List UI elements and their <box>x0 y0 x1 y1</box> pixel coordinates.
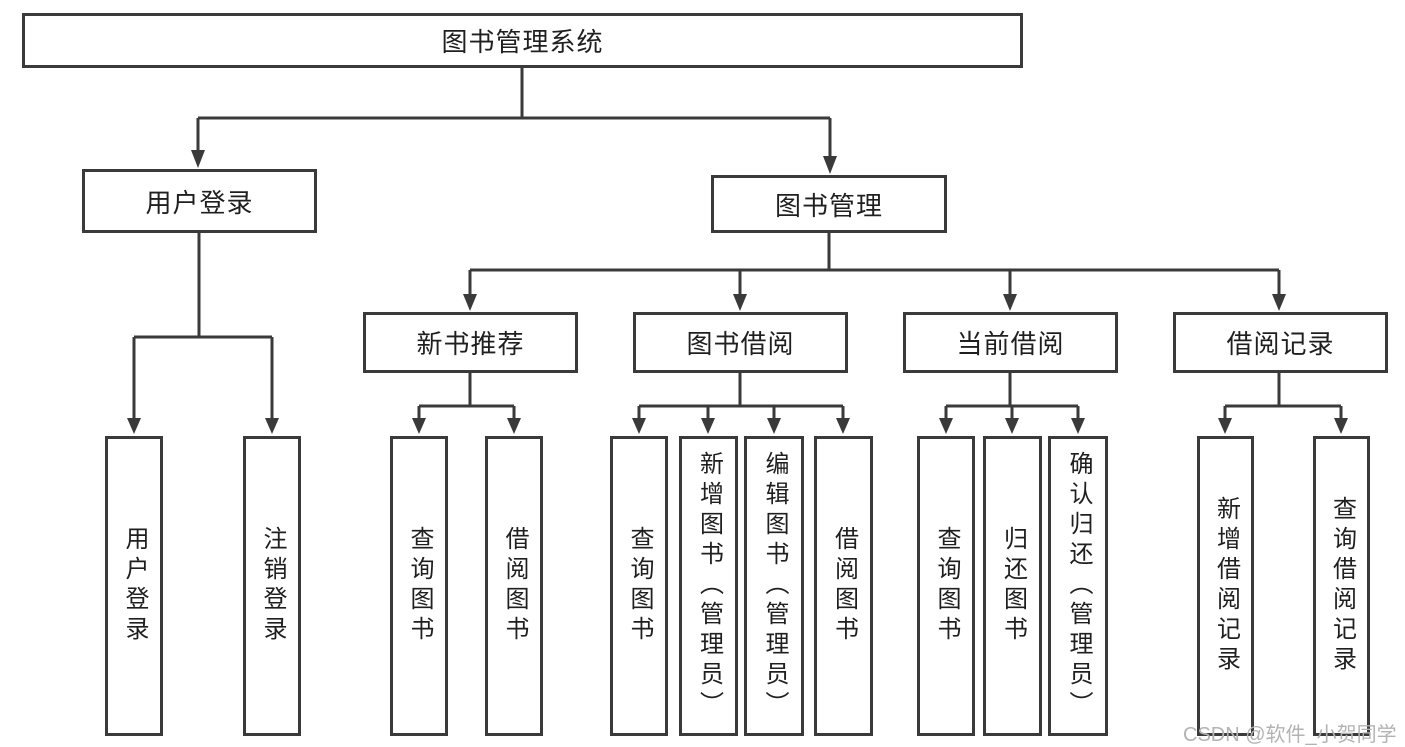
node-new-book-recommend: 新书推荐 <box>363 312 578 373</box>
node-label: 图书借阅 <box>686 329 795 359</box>
node-label: 归还图书 <box>999 526 1027 646</box>
node-book-borrow: 图书借阅 <box>633 312 848 373</box>
node-label: 查询借阅记录 <box>1328 496 1356 676</box>
node-root-library-system: 图书管理系统 <box>22 13 1023 68</box>
leaf-edit-books-admin: 编辑图书（管理员） <box>744 436 804 736</box>
leaf-return-books: 归还图书 <box>983 436 1042 736</box>
node-label: 编辑图书（管理员） <box>761 451 788 721</box>
leaf-add-borrow-record: 新增借阅记录 <box>1197 436 1254 736</box>
leaf-user-login: 用户登录 <box>105 436 163 736</box>
csdn-watermark: CSDN @软件_小贺同学 <box>1183 724 1397 746</box>
leaf-confirm-return-admin: 确认归还（管理员） <box>1048 436 1108 736</box>
node-label: 图书管理系统 <box>441 27 604 57</box>
node-label: 确认归还（管理员） <box>1065 451 1092 721</box>
node-label: 查询图书 <box>626 526 653 646</box>
leaf-query-books-3: 查询图书 <box>917 436 975 736</box>
node-label: 图书管理 <box>774 190 883 221</box>
node-label: 借阅图书 <box>830 526 858 646</box>
leaf-logout: 注销登录 <box>243 436 301 736</box>
leaf-query-books-2: 查询图书 <box>610 436 668 736</box>
node-label: 借阅图书 <box>501 526 528 646</box>
node-label: 借阅记录 <box>1226 329 1335 359</box>
node-label: 新增借阅记录 <box>1212 496 1240 676</box>
node-label: 用户登录 <box>121 526 148 646</box>
node-branch-book-management: 图书管理 <box>711 175 947 233</box>
node-borrow-records: 借阅记录 <box>1173 312 1388 373</box>
leaf-add-books-admin: 新增图书（管理员） <box>679 436 738 736</box>
node-label: 当前借阅 <box>956 329 1065 359</box>
node-label: 查询图书 <box>933 526 960 646</box>
node-label: 查询图书 <box>406 526 433 646</box>
node-label: 用户登录 <box>145 187 254 218</box>
leaf-query-books-1: 查询图书 <box>390 436 448 736</box>
node-label: 新增图书（管理员） <box>695 451 723 721</box>
node-current-borrow: 当前借阅 <box>903 312 1118 373</box>
leaf-borrow-books-2: 借阅图书 <box>814 436 873 736</box>
node-label: 新书推荐 <box>416 329 525 359</box>
node-branch-user-login: 用户登录 <box>82 169 317 233</box>
leaf-query-borrow-record: 查询借阅记录 <box>1313 436 1370 736</box>
leaf-borrow-books-1: 借阅图书 <box>485 436 543 736</box>
node-label: 注销登录 <box>259 526 286 646</box>
